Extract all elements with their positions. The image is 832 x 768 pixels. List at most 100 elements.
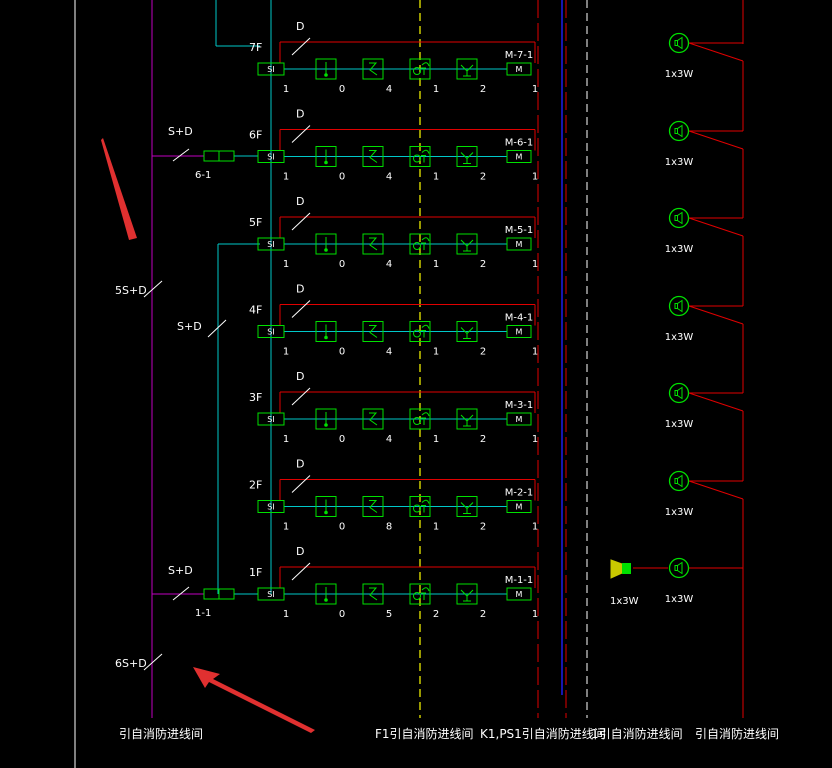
device-count: 1 — [433, 259, 439, 270]
bottom-label-left: 引自消防进线间 — [119, 726, 203, 741]
module-id: M-5-1 — [505, 225, 534, 236]
control-module-label: M — [516, 240, 523, 249]
speaker-label: 1x3W — [665, 157, 694, 168]
control-module-label: M — [516, 153, 523, 162]
control-module-label: M — [516, 328, 523, 337]
device-count: 1 — [532, 259, 538, 270]
device-count: 4 — [386, 434, 392, 445]
branch-cable-label: D — [296, 370, 304, 383]
bottom-label-right: 引自消防进线间 — [695, 726, 779, 741]
riser-label-bottom: 6S+D — [115, 657, 147, 670]
branch-cable-label: D — [296, 108, 304, 121]
module-label: SI — [267, 153, 274, 162]
junction-box-label: 6-1 — [195, 170, 211, 181]
speaker-icon — [668, 32, 690, 54]
ceiling-speaker: 1x3W — [665, 557, 743, 605]
feed-cable-label-top: S+D — [168, 125, 193, 138]
module-label: SI — [267, 590, 274, 599]
module-id: M-1-1 — [505, 575, 534, 586]
device-count: 1 — [433, 347, 439, 358]
device-count: 0 — [339, 259, 345, 270]
device-count: 4 — [386, 84, 392, 95]
wall-speaker-label: 1x3W — [610, 596, 639, 607]
branch-cable-label: D — [296, 20, 304, 33]
branch-cable-label: D — [296, 283, 304, 296]
speaker-icon — [668, 120, 690, 142]
device-count: 2 — [480, 609, 486, 620]
device-count: 2 — [480, 522, 486, 533]
module-id: M-2-1 — [505, 488, 534, 499]
annotation-arrow-icon — [101, 138, 137, 240]
device-count: 1 — [283, 609, 289, 620]
device-count: 8 — [386, 522, 392, 533]
device-count: 4 — [386, 259, 392, 270]
speaker-label: 1x3W — [665, 419, 694, 430]
module-label: SI — [267, 328, 274, 337]
floor-row: 7F D SI M M-7-1 1 0 4 1 2 1 — [249, 20, 538, 95]
device-count: 0 — [339, 522, 345, 533]
floor-label: 7F — [249, 41, 262, 54]
device-count: 2 — [480, 347, 486, 358]
device-count: 1 — [532, 434, 538, 445]
branch-cable-label: D — [296, 545, 304, 558]
static-wiring — [74, 0, 744, 768]
device-count: 1 — [433, 522, 439, 533]
device-count: 1 — [283, 259, 289, 270]
speaker-icon — [668, 382, 690, 404]
device-count: 1 — [283, 434, 289, 445]
device-count: 0 — [339, 609, 345, 620]
ceiling-speaker: 1x3W — [665, 470, 744, 568]
ceiling-speaker: 1x3W — [665, 382, 744, 481]
module-id: M-3-1 — [505, 400, 534, 411]
device-count: 1 — [433, 84, 439, 95]
feed-cable-label-mid: S+D — [177, 320, 202, 333]
module-label: SI — [267, 65, 274, 74]
floor-label: 2F — [249, 479, 262, 492]
control-module-label: M — [516, 65, 523, 74]
ceiling-speaker: 1x3W — [665, 32, 744, 131]
device-count: 4 — [386, 347, 392, 358]
speaker-icon — [668, 207, 690, 229]
device-count: 5 — [386, 609, 392, 620]
device-count: 1 — [283, 84, 289, 95]
annotation-arrow-icon — [193, 667, 315, 733]
speaker-label: 1x3W — [665, 332, 694, 343]
floor-label: 1F — [249, 566, 262, 579]
device-count: 2 — [480, 172, 486, 183]
device-count: 1 — [283, 172, 289, 183]
device-count: 0 — [339, 84, 345, 95]
device-count: 2 — [480, 84, 486, 95]
module-label: SI — [267, 503, 274, 512]
branch-cable-label: D — [296, 458, 304, 471]
device-count: 1 — [532, 522, 538, 533]
device-count: 2 — [480, 434, 486, 445]
floor-label: 3F — [249, 391, 262, 404]
module-id: M-7-1 — [505, 50, 534, 61]
branch-cable-label: D — [296, 195, 304, 208]
bottom-label-f1: F1引自消防进线间 — [375, 726, 474, 741]
control-module-label: M — [516, 415, 523, 424]
device-count: 1 — [532, 609, 538, 620]
ceiling-speaker: 1x3W — [665, 120, 744, 218]
floor-label: 6F — [249, 129, 262, 142]
floor-label: 5F — [249, 216, 262, 229]
control-module-label: M — [516, 590, 523, 599]
speaker-label: 1x3W — [665, 69, 694, 80]
device-count: 1 — [283, 347, 289, 358]
device-count: 0 — [339, 434, 345, 445]
device-count: 0 — [339, 347, 345, 358]
device-count: 1 — [532, 347, 538, 358]
speaker-label: 1x3W — [665, 507, 694, 518]
junction-box-label: 1-1 — [195, 608, 211, 619]
device-count: 1 — [532, 84, 538, 95]
wall-speaker-icon — [610, 559, 631, 579]
